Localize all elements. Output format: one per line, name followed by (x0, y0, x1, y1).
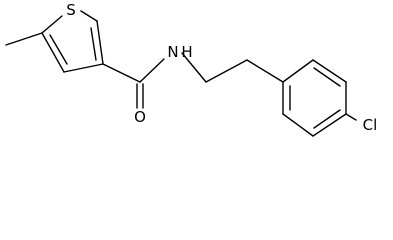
atom-label-layer: S O N H Cl (66, 1, 377, 134)
bond-ar-c1-c2 (282, 59, 314, 83)
bond-s1-c2 (80, 10, 98, 22)
bond-ar-c5-c6 (282, 113, 314, 137)
bond-ch2-ch2 (205, 59, 248, 83)
bond-c2-c3 (96, 20, 104, 65)
bond-c5-s1 (41, 15, 63, 34)
bond-layer (5, 10, 357, 137)
bond-c3-c4 (63, 63, 104, 73)
atom-chlorine: Cl (363, 116, 378, 134)
molecule-structure: S O N H Cl (5, 1, 377, 137)
bond-c4-c5 (41, 32, 65, 73)
bond-c2-c3-inner (90, 27, 97, 61)
bond-ar-cl (345, 113, 357, 121)
bond-ar-c4-c5 (312, 113, 347, 137)
bond-ar-c2-c3-inner (313, 67, 341, 87)
bond-ch2-aryl (246, 59, 284, 83)
bond-methyl-c5 (5, 32, 43, 46)
atom-sulfur: S (66, 1, 76, 19)
atom-amide-hydrogen: H (181, 43, 192, 61)
bond-carbonyl-n (139, 58, 165, 83)
atom-amide-nitrogen: N (167, 43, 178, 61)
bond-ar-c4-c5-inner (313, 109, 341, 129)
bond-c4-c5-inner (49, 34, 68, 65)
bond-ar-c2-c3 (312, 59, 347, 83)
bond-n-ch2 (181, 52, 207, 83)
atom-oxygen: O (134, 108, 146, 126)
bond-c3-carbonyl (102, 63, 141, 83)
